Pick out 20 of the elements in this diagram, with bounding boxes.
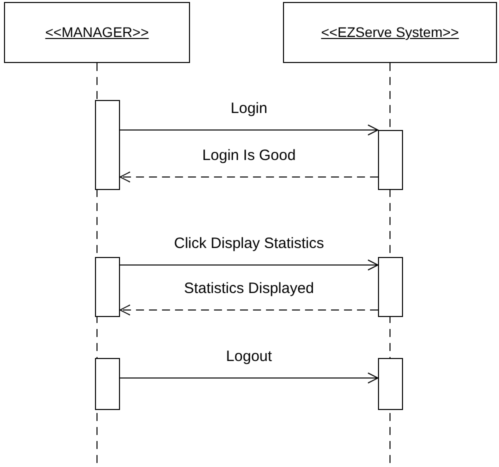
message-arrow xyxy=(120,372,378,384)
lifeline-name: <<EZServe System>> xyxy=(321,23,459,42)
activation-bar xyxy=(378,358,403,410)
message-label: Click Display Statistics xyxy=(174,234,324,254)
activation-bar xyxy=(378,257,403,317)
message-arrow xyxy=(120,124,378,136)
message-arrow xyxy=(120,260,378,270)
lifeline-header-box xyxy=(283,2,497,63)
activation-bar xyxy=(95,100,120,190)
activation-bar xyxy=(378,130,403,190)
message-label: Login xyxy=(230,99,268,119)
activation-bar xyxy=(95,257,120,317)
lifeline-name: <<MANAGER>> xyxy=(45,23,149,42)
return-arrow xyxy=(120,172,378,182)
message-label: Login Is Good xyxy=(202,146,296,166)
lifeline-header-box xyxy=(4,2,190,63)
activation-bar xyxy=(95,358,120,410)
message-label: Logout xyxy=(226,347,272,367)
return-arrow xyxy=(120,304,378,316)
message-label: Statistics Displayed xyxy=(184,279,314,299)
